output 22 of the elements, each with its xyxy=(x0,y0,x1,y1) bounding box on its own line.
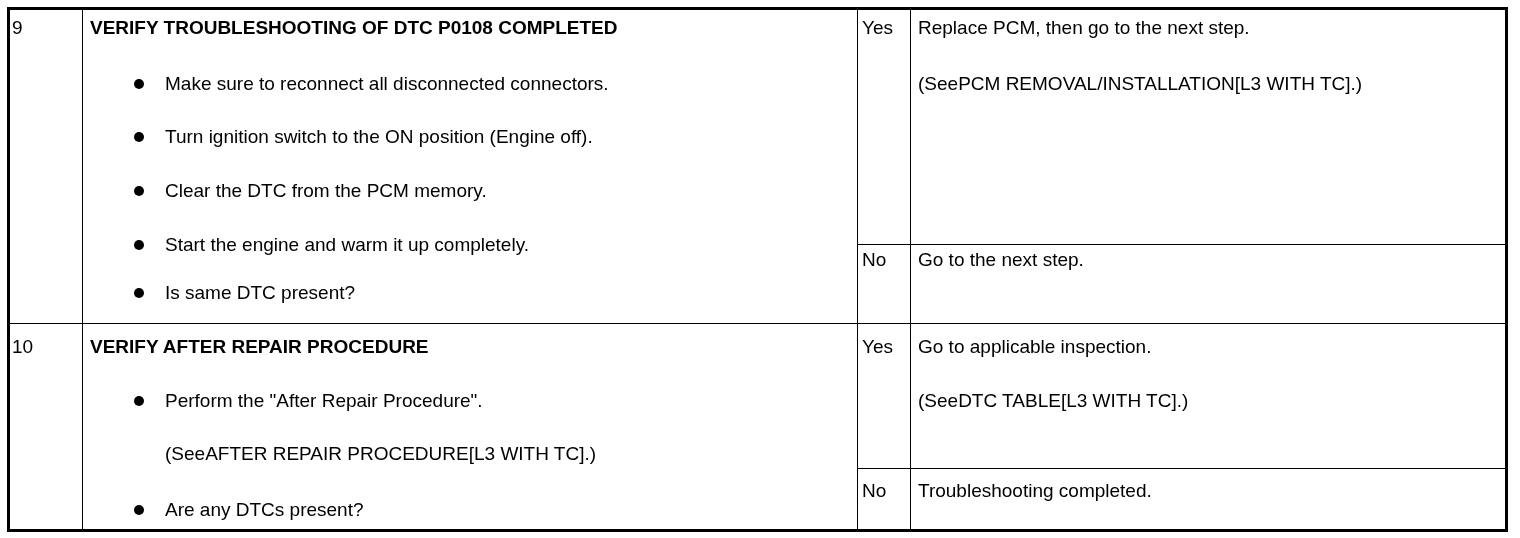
reference-note: (SeeAFTER REPAIR PROCEDURE[L3 WITH TC].) xyxy=(165,442,597,466)
reference-note: (SeeDTC TABLE[L3 WITH TC].) xyxy=(918,389,1189,413)
step-instruction: Are any DTCs present? xyxy=(165,498,364,522)
answer-label: No xyxy=(862,479,887,503)
step-heading: VERIFY AFTER REPAIR PROCEDURE xyxy=(90,335,429,359)
step-instruction: Is same DTC present? xyxy=(165,281,356,305)
action-text: Troubleshooting completed. xyxy=(918,479,1152,503)
reference-note: (SeePCM REMOVAL/INSTALLATION[L3 WITH TC].) xyxy=(918,72,1363,96)
step-heading: VERIFY TROUBLESHOOTING OF DTC P0108 COMPLETED xyxy=(90,16,618,40)
step-instruction: Turn ignition switch to the ON position (Engine off). xyxy=(165,125,593,149)
step-number: 9 xyxy=(12,16,23,40)
answer-label: Yes xyxy=(862,16,893,40)
answer-label: Yes xyxy=(862,335,893,359)
step-number: 10 xyxy=(12,335,34,359)
step-instruction: Clear the DTC from the PCM memory. xyxy=(165,179,487,203)
step-instruction: Perform the "After Repair Procedure". xyxy=(165,389,483,413)
action-text: Go to the next step. xyxy=(918,248,1084,272)
action-text: Replace PCM, then go to the next step. xyxy=(918,16,1250,40)
action-text: Go to applicable inspection. xyxy=(918,335,1152,359)
answer-label: No xyxy=(862,248,887,272)
step-instruction: Make sure to reconnect all disconnected connectors. xyxy=(165,72,609,96)
step-instruction: Start the engine and warm it up completely. xyxy=(165,233,529,257)
